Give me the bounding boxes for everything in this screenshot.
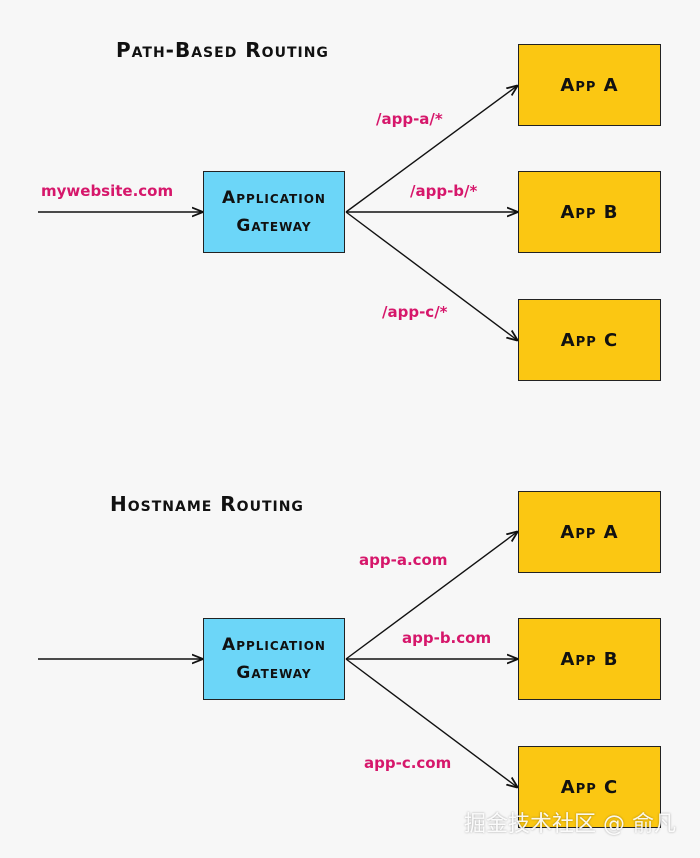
app-box: App A xyxy=(518,44,661,126)
app-box: App C xyxy=(518,299,661,381)
watermark: 掘金技术社区 @ 俞凡 xyxy=(464,812,676,837)
gateway-label-line2: Gateway xyxy=(236,663,312,683)
gateway-label-line1: Application xyxy=(222,188,326,208)
route-label: /app-a/* xyxy=(376,110,443,128)
application-gateway-box: Application Gateway xyxy=(203,171,345,253)
section-title: Hostname Routing xyxy=(110,492,304,516)
route-arrow-c xyxy=(345,658,517,787)
section-title: Path-Based Routing xyxy=(116,38,329,62)
route-label: /app-b/* xyxy=(410,182,478,200)
app-box: App C xyxy=(518,746,661,828)
route-label: app-b.com xyxy=(402,629,492,647)
app-box: App B xyxy=(518,618,661,700)
application-gateway-box: Application Gateway xyxy=(203,618,345,700)
route-arrow-a xyxy=(345,86,517,213)
route-arrow-a xyxy=(345,532,517,660)
route-arrow-c xyxy=(345,211,517,340)
route-label: app-a.com xyxy=(359,551,448,569)
route-label: app-c.com xyxy=(364,754,452,772)
incoming-domain-label: mywebsite.com xyxy=(41,182,174,200)
gateway-label-line1: Application xyxy=(222,635,326,655)
app-box: App B xyxy=(518,171,661,253)
route-label: /app-c/* xyxy=(382,303,448,321)
app-box: App A xyxy=(518,491,661,573)
gateway-label-line2: Gateway xyxy=(236,216,312,236)
